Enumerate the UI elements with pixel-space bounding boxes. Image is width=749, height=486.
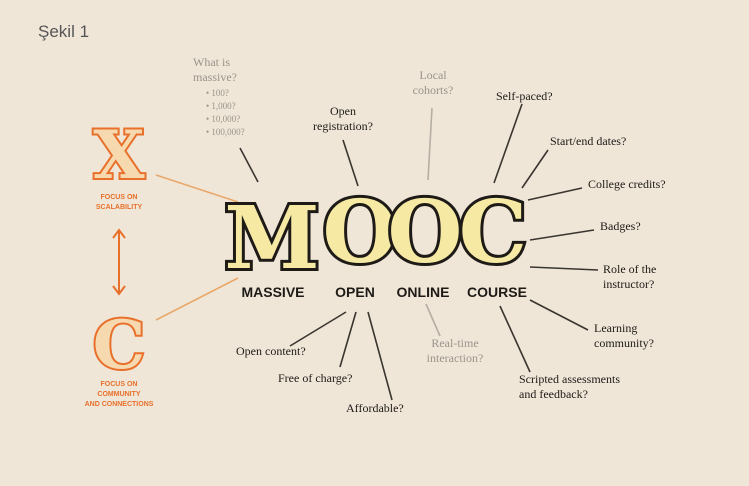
c-caption-line-1: FOCUS ON (101, 381, 138, 388)
label-open-content: Open content? (236, 344, 306, 358)
label-realtime-1: Real-time (431, 336, 478, 350)
letter-m: M (224, 188, 319, 289)
line-self-paced (493, 103, 523, 184)
label-start-end-dates: Start/end dates? (550, 134, 626, 148)
line-badges (529, 229, 595, 241)
label-open-registration-2: registration? (313, 119, 373, 133)
massive-option: • 10,000? (206, 114, 240, 124)
line-local-cohorts (427, 107, 433, 181)
x-caption-line-1: FOCUS ON (101, 194, 138, 201)
label-learning-1: Learning (594, 321, 637, 335)
line-role (529, 266, 599, 271)
line-realtime (425, 303, 441, 337)
label-open-registration-1: Open (330, 104, 356, 118)
massive-option: • 1,000? (206, 101, 236, 111)
line-massive-question (239, 147, 259, 183)
label-realtime-2: interaction? (427, 351, 484, 365)
label-badges: Badges? (600, 219, 641, 233)
line-open-registration (342, 139, 359, 187)
label-college-credits: College credits? (588, 177, 666, 191)
connector-x-to-m (155, 174, 239, 203)
line-open-content (289, 311, 347, 347)
label-learning-2: community? (594, 336, 654, 350)
massive-question-line-1: What is (193, 55, 230, 69)
label-role-1: Role of the (603, 262, 656, 276)
c-letter: C (93, 306, 146, 384)
label-affordable: Affordable? (346, 401, 404, 415)
label-free-of-charge: Free of charge? (278, 371, 352, 385)
massive-option: • 100? (206, 88, 229, 98)
line-affordable (367, 311, 393, 401)
massive-question-line-2: massive? (193, 70, 237, 84)
figure-label: Şekil 1 (38, 22, 90, 41)
line-learning (529, 299, 589, 331)
label-scripted-2: and feedback? (519, 387, 588, 401)
label-self-paced: Self-paced? (496, 89, 553, 103)
word-course: COURSE (467, 284, 527, 300)
letter-o-online: O (388, 182, 463, 283)
double-arrow-icon (112, 228, 126, 296)
word-online: ONLINE (397, 284, 450, 300)
x-letter: X (93, 116, 145, 194)
label-scripted-1: Scripted assessments (519, 372, 620, 386)
line-free-of-charge (339, 311, 357, 368)
line-start-end (521, 149, 549, 189)
x-caption-line-2: SCALABILITY (96, 204, 143, 211)
word-massive: MASSIVE (241, 284, 304, 300)
letter-o-open: O (323, 182, 398, 283)
c-caption-line-2: COMMUNITY (97, 391, 140, 398)
label-role-2: instructor? (603, 277, 654, 291)
letter-c-course: C (459, 182, 527, 283)
connector-c-to-m (155, 277, 239, 321)
line-scripted (499, 305, 531, 373)
word-open: OPEN (335, 284, 375, 300)
c-caption-line-3: AND CONNECTIONS (85, 401, 154, 408)
label-local-cohorts-1: Local (419, 68, 447, 82)
label-local-cohorts-2: cohorts? (413, 83, 454, 97)
massive-option: • 100,000? (206, 127, 245, 137)
line-college-credits (527, 187, 583, 201)
